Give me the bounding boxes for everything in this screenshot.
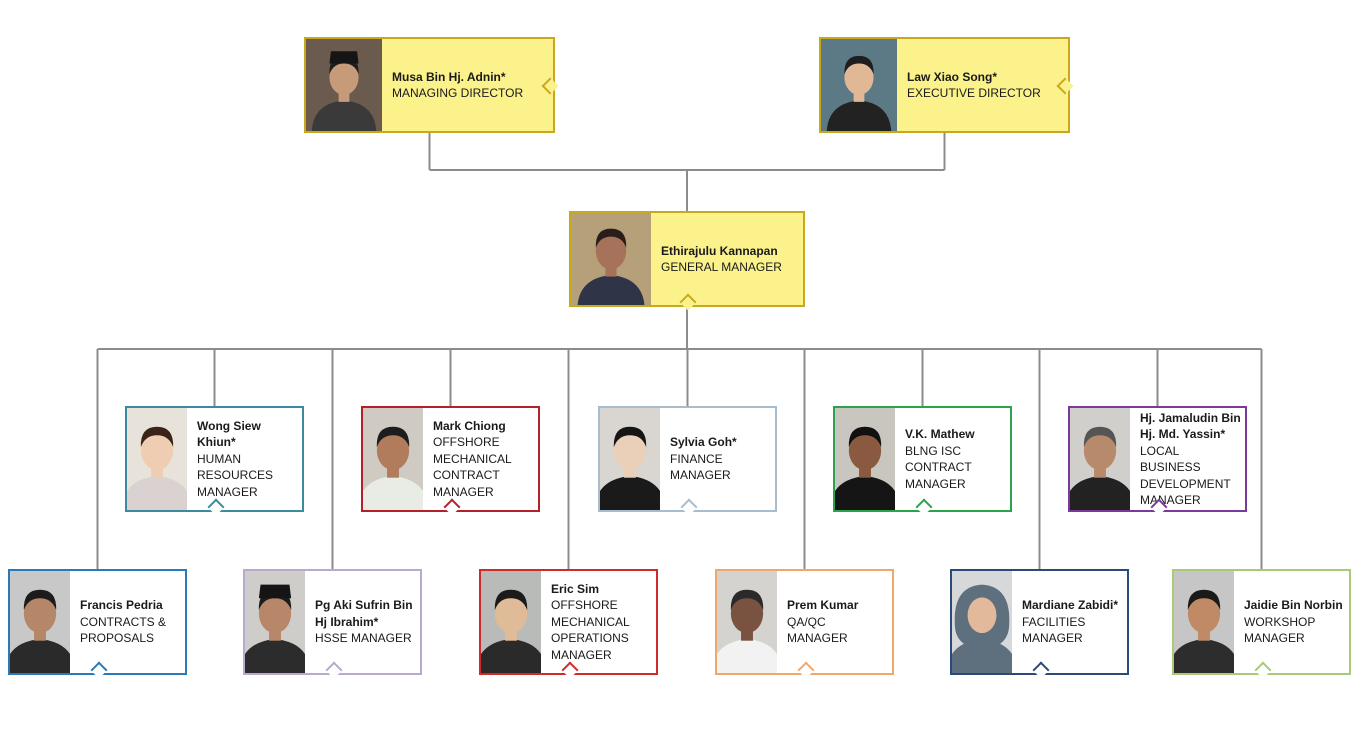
avatar [717, 571, 777, 673]
avatar [571, 213, 651, 305]
person-name: Musa Bin Hj. Adnin* [392, 69, 506, 84]
avatar [600, 408, 660, 510]
person-name: Jaidie Bin Norbin [1244, 598, 1343, 613]
org-node-jamal: Hj. Jamaludin Bin Hj. Md. Yassin*LOCAL B… [1068, 406, 1247, 516]
avatar [1070, 408, 1130, 510]
job-title: OFFSHORE MECHANICAL OPERATIONS MANAGER [551, 598, 630, 662]
org-node-mardiane: Mardiane Zabidi*FACILITIES MANAGER [950, 569, 1129, 679]
job-title: GENERAL MANAGER [661, 260, 782, 274]
person-name: Mark Chiong [433, 418, 506, 433]
org-node-wong: Wong Siew Khiun*HUMAN RESOURCES MANAGER [125, 406, 304, 516]
org-node-sylvia: Sylvia Goh*FINANCE MANAGER [598, 406, 777, 516]
person-name: Prem Kumar [787, 598, 859, 613]
avatar [835, 408, 895, 510]
person-name: Ethirajulu Kannapan [661, 243, 778, 258]
avatar [821, 39, 897, 131]
avatar [363, 408, 423, 510]
job-title: LOCAL BUSINESS DEVELOPMENT MANAGER [1140, 443, 1231, 508]
org-node-musa: Musa Bin Hj. Adnin* MANAGING DIRECTOR [304, 37, 559, 133]
job-title: EXECUTIVE DIRECTOR [907, 86, 1041, 100]
job-title: BLNG ISC CONTRACT MANAGER [905, 443, 972, 491]
person-name: V.K. Mathew [905, 427, 975, 441]
avatar [127, 408, 187, 510]
job-title: QA/QC MANAGER [787, 614, 848, 646]
job-title: FACILITIES MANAGER [1022, 614, 1086, 646]
job-title: WORKSHOP MANAGER [1244, 614, 1316, 646]
job-title: CONTRACTS & PROPOSALS [80, 614, 167, 646]
avatar [10, 571, 70, 673]
person-name: Pg Aki Sufrin Bin Hj Ibrahim* [315, 598, 413, 629]
job-title: MANAGING DIRECTOR [392, 86, 524, 100]
person-name: Eric Sim [551, 581, 600, 596]
job-title: HUMAN RESOURCES MANAGER [197, 451, 274, 499]
job-title: OFFSHORE MECHANICAL CONTRACT MANAGER [433, 435, 512, 499]
person-name: Sylvia Goh* [670, 435, 737, 450]
avatar [481, 571, 541, 673]
person-name: Wong Siew Khiun* [197, 418, 261, 450]
avatar [1174, 571, 1234, 673]
org-node-law: Law Xiao Song* EXECUTIVE DIRECTOR [819, 37, 1074, 133]
person-name: Francis Pedria [80, 598, 163, 613]
avatar [245, 571, 305, 673]
person-name: Law Xiao Song* [907, 69, 998, 84]
job-title: FINANCE MANAGER [670, 451, 731, 483]
avatar [306, 39, 382, 131]
avatar [952, 571, 1012, 673]
person-name: Hj. Jamaludin Bin Hj. Md. Yassin* [1140, 410, 1241, 442]
job-title: HSSE MANAGER [315, 631, 412, 646]
person-name: Mardiane Zabidi* [1022, 598, 1119, 613]
org-node-pgaki: Pg Aki Sufrin Bin Hj Ibrahim* HSSE MANAGE… [243, 569, 422, 679]
